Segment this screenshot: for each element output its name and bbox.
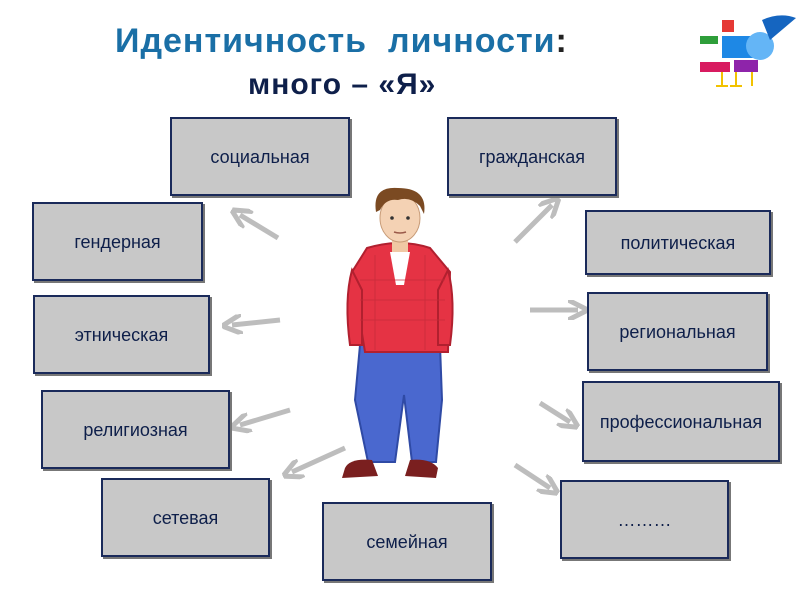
box-gender-label: гендерная: [74, 231, 161, 252]
box-civil: гражданская: [447, 117, 617, 196]
arrow-network: [292, 445, 347, 472]
arrow-religious: [240, 407, 291, 425]
box-social-label: социальная: [210, 146, 310, 167]
box-family-label: семейная: [366, 531, 448, 552]
box-professional: профессиональная: [582, 381, 780, 462]
box-gender: гендерная: [32, 202, 203, 281]
box-religious-label: религиозная: [83, 419, 188, 440]
slide-subtitle: много – «Я»: [248, 68, 437, 101]
box-civil-label: гражданская: [478, 146, 586, 167]
box-professional-label: профессиональная: [599, 411, 763, 432]
box-more: ………: [560, 480, 729, 559]
box-social: социальная: [170, 117, 350, 196]
box-religious: религиозная: [41, 390, 230, 469]
arrow-professional: [538, 400, 570, 422]
box-political-label: политическая: [620, 232, 736, 253]
box-ethnic-label: этническая: [74, 324, 169, 345]
arrow-ethnic: [232, 320, 281, 325]
box-network: сетевая: [101, 478, 270, 557]
box-network-label: сетевая: [152, 507, 219, 528]
arrow-gender: [240, 215, 280, 241]
arrow-more: [513, 462, 550, 488]
box-political: политическая: [585, 210, 771, 275]
box-family: семейная: [322, 502, 492, 581]
slide-title: Идентичность личности:: [115, 22, 568, 61]
box-more-label: ………: [617, 509, 672, 530]
box-ethnic: этническая: [33, 295, 210, 374]
arrow-civil: [513, 205, 552, 244]
box-regional: региональная: [587, 292, 768, 371]
box-regional-label: региональная: [619, 321, 736, 342]
title-colon: :: [555, 22, 568, 60]
title-text: Идентичность личности: [115, 22, 556, 60]
